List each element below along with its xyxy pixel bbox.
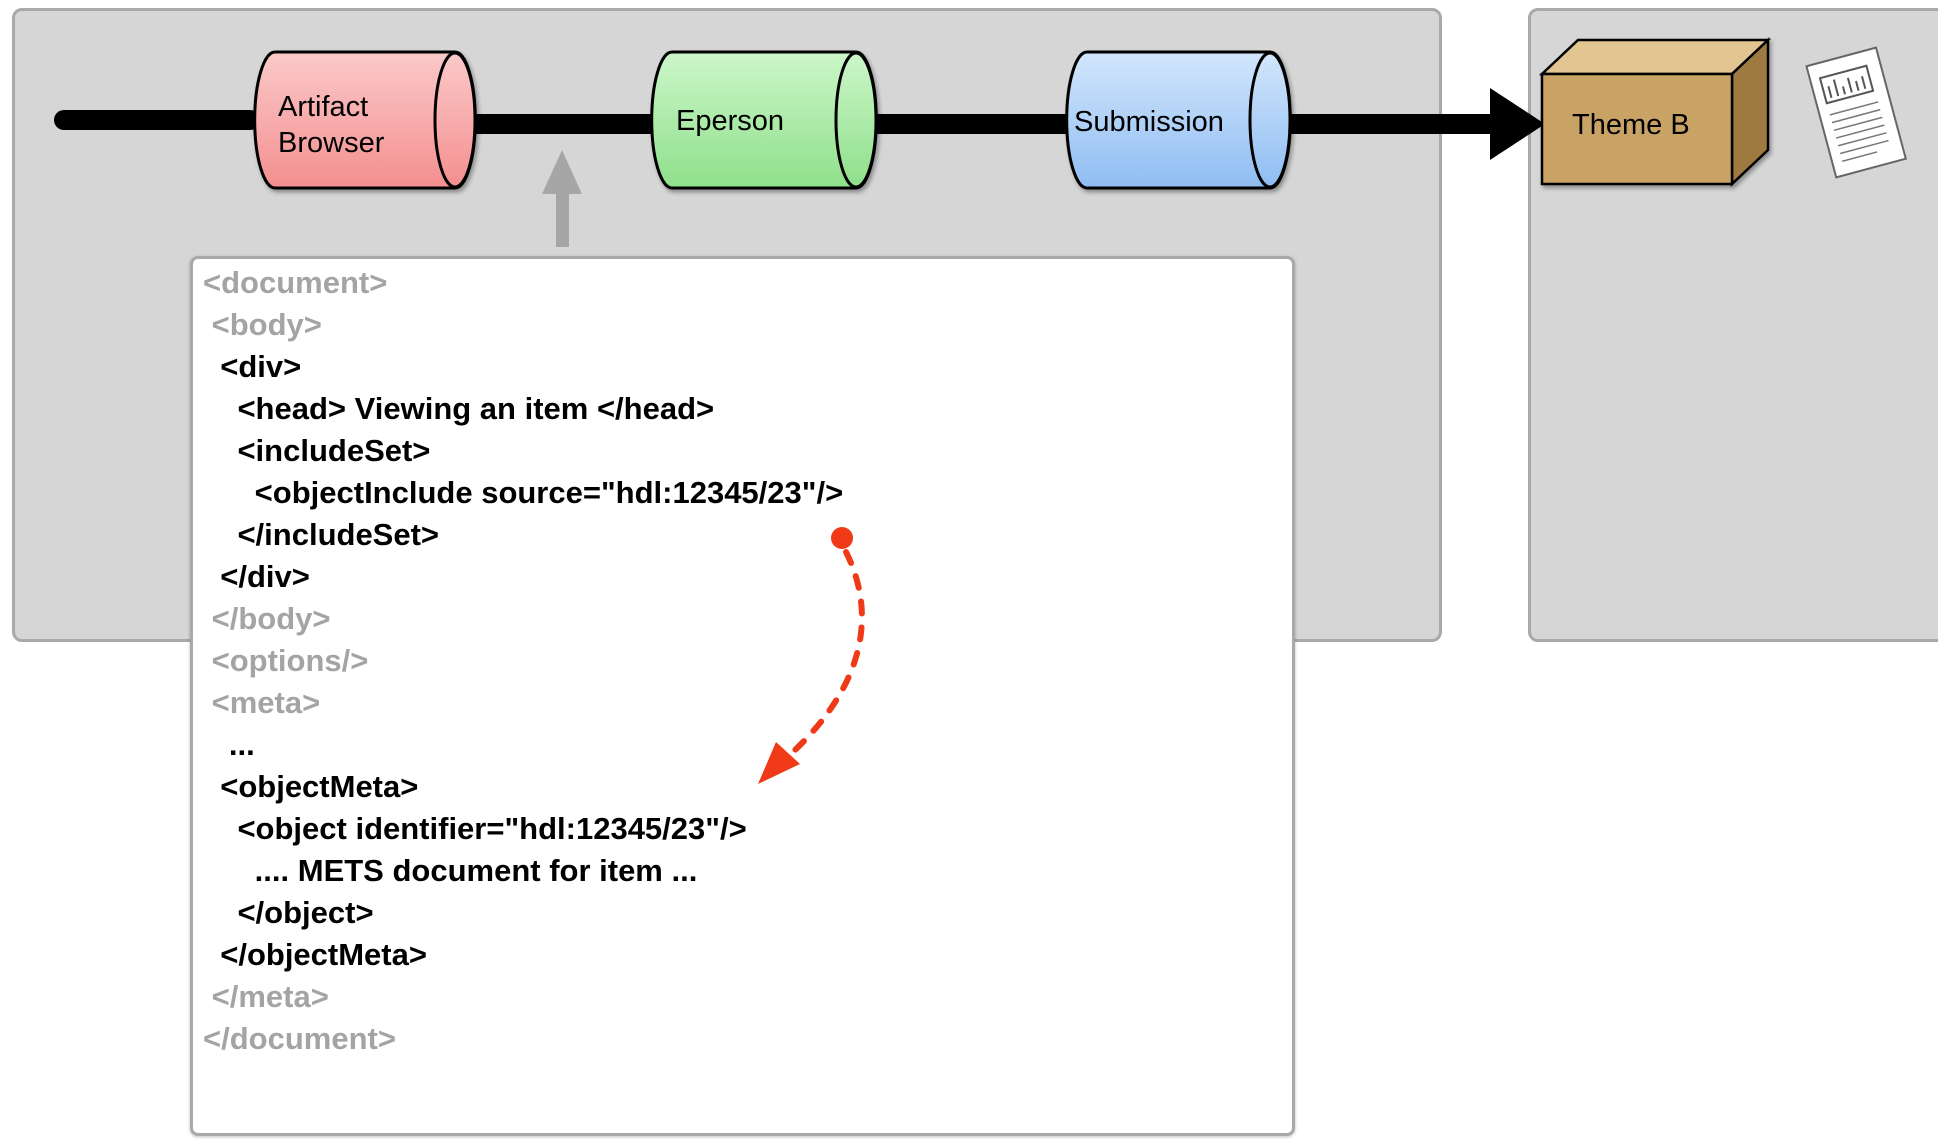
- code-line-1: <document>: [203, 265, 388, 300]
- arrow-head-to-theme: [1490, 88, 1545, 160]
- code-line-14: <object identifier="hdl:12345/23"/>: [203, 811, 747, 846]
- input-arrow: [542, 150, 582, 247]
- code-line-16: </object>: [203, 895, 374, 930]
- code-line-19: </document>: [203, 1021, 396, 1056]
- artifact-browser-label-line1: Artifact: [278, 91, 368, 123]
- artifact-browser-label-line2: Browser: [278, 127, 385, 159]
- theme-b-box: Theme B: [1538, 37, 1772, 187]
- code-line-11: <meta>: [203, 685, 321, 720]
- code-line-13: <objectMeta>: [203, 769, 419, 804]
- code-line-12: ...: [203, 727, 255, 762]
- code-line-5: <includeSet>: [203, 433, 431, 468]
- code-line-18: </meta>: [203, 979, 329, 1014]
- artifact-browser-component: Artifact Browser: [253, 50, 477, 190]
- code-line-2: <body>: [203, 307, 322, 342]
- document-icon: [1805, 46, 1908, 179]
- xml-document-box: <document> <body> <div> <head> Viewing a…: [190, 256, 1295, 1136]
- code-line-6: <objectInclude source="hdl:12345/23"/>: [203, 475, 844, 510]
- eperson-component: Eperson: [650, 50, 878, 190]
- code-line-7: </includeSet>: [203, 517, 440, 552]
- theme-b-label: Theme B: [1572, 109, 1690, 141]
- code-line-15: .... METS document for item ...: [203, 853, 698, 888]
- code-line-4: <head> Viewing an item </head>: [203, 391, 715, 426]
- code-line-9: </body>: [203, 601, 331, 636]
- submission-component: Submission: [1065, 50, 1292, 190]
- submission-label: Submission: [1074, 106, 1224, 138]
- eperson-label: Eperson: [676, 105, 784, 137]
- code-line-17: </objectMeta>: [203, 937, 427, 972]
- code-line-8: </div>: [203, 559, 310, 594]
- code-line-10: <options/>: [203, 643, 369, 678]
- code-line-3: <div>: [203, 349, 302, 384]
